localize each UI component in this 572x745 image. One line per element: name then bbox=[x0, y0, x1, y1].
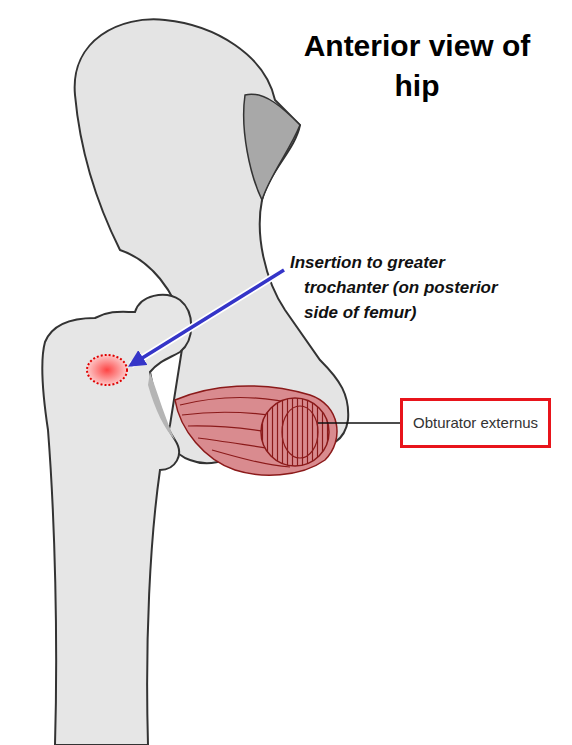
leader-line bbox=[318, 422, 400, 424]
pointer-arrow bbox=[131, 270, 284, 365]
femur bbox=[42, 295, 191, 745]
diagram-title: Anterior view of hip bbox=[292, 26, 542, 106]
annotation-note: Insertion to greater trochanter (on post… bbox=[290, 250, 530, 325]
muscle-origin bbox=[261, 398, 329, 466]
arrow-halo bbox=[131, 270, 284, 365]
obturator-externus-muscle bbox=[175, 386, 337, 475]
label-box: Obturator externus bbox=[400, 398, 551, 448]
femoral-neck-shade bbox=[148, 372, 175, 440]
insertion-marker bbox=[87, 355, 127, 385]
iliac-fossa bbox=[244, 94, 300, 200]
muscle-origin-inner bbox=[282, 406, 318, 458]
structure-name: Obturator externus bbox=[413, 413, 538, 433]
